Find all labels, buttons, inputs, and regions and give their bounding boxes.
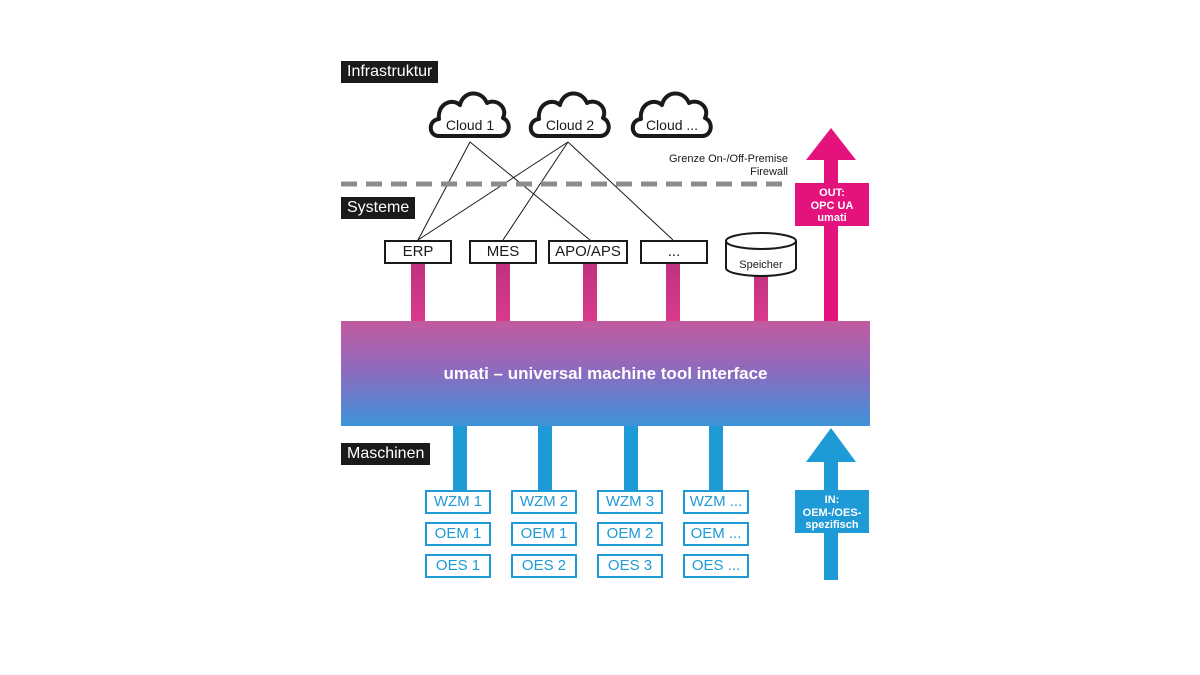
system-connector-bars <box>411 264 768 322</box>
connector-cloud1-erp <box>417 141 471 241</box>
bar-apo <box>583 264 597 322</box>
umati-band-label: umati – universal machine tool interface <box>443 364 768 383</box>
machine-1-wzm: WZM 1 <box>425 490 491 514</box>
bar-machine-more <box>709 426 723 490</box>
firewall-note: Grenze On-/Off-Premise Firewall <box>669 153 788 179</box>
section-label-machines: Maschinen <box>341 443 431 465</box>
firewall-note-line2: Firewall <box>750 166 788 178</box>
machine-more-oem: OEM ... <box>683 522 749 546</box>
storage-icon: Speicher <box>725 232 797 277</box>
firewall-note-line1: Grenze On-/Off-Premise <box>669 153 788 165</box>
cloud-1-icon: Cloud 1 <box>428 91 511 138</box>
bar-machine-3 <box>624 426 638 490</box>
machine-3-oem: OEM 2 <box>597 522 663 546</box>
out-label-line3: umati <box>817 212 847 224</box>
in-label-line2: OEM-/OES- <box>802 506 862 519</box>
storage-label: Speicher <box>739 259 783 271</box>
in-label-line1: IN: <box>824 494 840 506</box>
cloud-2-icon: Cloud 2 <box>528 91 611 138</box>
machine-2-wzm: WZM 2 <box>511 490 577 514</box>
bar-dots <box>666 264 680 322</box>
bar-erp <box>411 264 425 322</box>
system-box-apo-aps: APO/APS <box>548 240 628 264</box>
out-label: OUT: OPC UA umati <box>795 183 869 226</box>
machine-3-oes: OES 3 <box>597 554 663 578</box>
cloud-more-icon: Cloud ... <box>630 91 713 138</box>
bar-storage <box>754 270 768 322</box>
connector-cloud2-mes <box>502 141 569 241</box>
bar-mes <box>496 264 510 322</box>
in-label: IN: OEM-/OES- spezifisch <box>795 490 869 533</box>
umati-band <box>341 321 870 426</box>
cloud-more-label: Cloud ... <box>646 117 698 133</box>
bar-machine-2 <box>538 426 552 490</box>
system-box-mes: MES <box>469 240 537 264</box>
machine-connector-bars <box>453 426 723 490</box>
machine-2-oem: OEM 1 <box>511 522 577 546</box>
out-label-line2: OPC UA <box>810 199 854 212</box>
connector-cloud2-erp <box>417 141 569 241</box>
machine-1-oem: OEM 1 <box>425 522 491 546</box>
connector-cloud2-dots <box>567 141 674 241</box>
section-label-infrastructure: Infrastruktur <box>341 61 439 83</box>
machine-more-wzm: WZM ... <box>683 490 749 514</box>
bar-machine-1 <box>453 426 467 490</box>
cloud-connector-lines <box>417 141 674 241</box>
system-box-erp: ERP <box>384 240 452 264</box>
connector-cloud1-apo <box>469 141 591 241</box>
cloud-1-label: Cloud 1 <box>446 117 494 133</box>
in-label-line3: spezifisch <box>805 519 859 531</box>
machine-2-oes: OES 2 <box>511 554 577 578</box>
out-label-line1: OUT: <box>819 187 845 199</box>
machine-1-oes: OES 1 <box>425 554 491 578</box>
machine-more-oes: OES ... <box>683 554 749 578</box>
machine-3-wzm: WZM 3 <box>597 490 663 514</box>
system-box-more: ... <box>640 240 708 264</box>
cloud-2-label: Cloud 2 <box>546 117 594 133</box>
section-label-systems: Systeme <box>341 197 416 219</box>
